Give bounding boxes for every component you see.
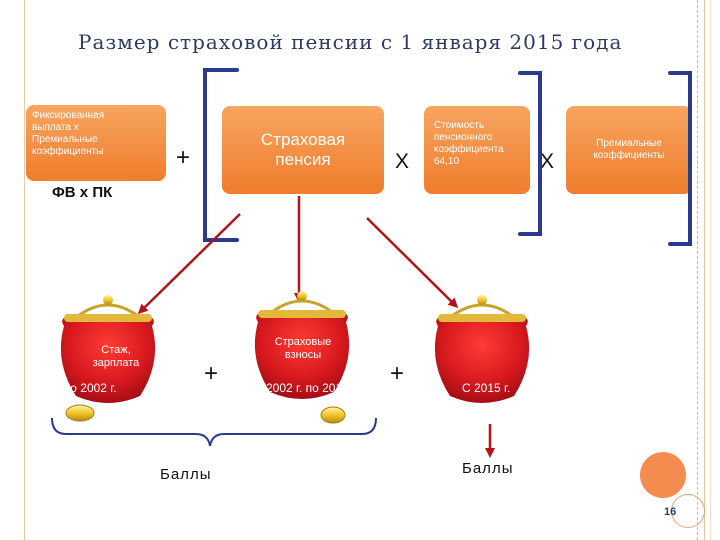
pension-coefficient-cost-text: Стоимость пенсионного коэффициента 64,10 (434, 120, 504, 167)
purse-1 (60, 295, 156, 403)
coins (65, 404, 346, 424)
premium-coefficients-text: Премиальные коэффициенты (593, 138, 665, 161)
arrow-to-purse-3 (366, 217, 459, 309)
points-brace (51, 417, 377, 447)
decorative-outline-circle (671, 494, 705, 528)
coin-1 (65, 404, 95, 422)
left-frame-border (0, 0, 25, 540)
right-frame-border (697, 0, 720, 540)
insurance-pension-text: Страховая пенсия (260, 130, 346, 169)
times-operator-2: Х (540, 150, 555, 173)
purse-plus-2: + (390, 360, 405, 387)
times-operator-1: Х (395, 150, 410, 173)
purse-2-era: С 2002 г. по 2014 г. (254, 381, 359, 395)
purse-1-era: До 2002 г. (62, 381, 117, 395)
right-bracket-outer (668, 71, 692, 246)
formula-bracket (203, 68, 692, 246)
pension-coefficient-cost-box: Стоимость пенсионного коэффициента 64,10 (424, 106, 530, 194)
purse-1-label: Стаж, зарплата (92, 344, 140, 369)
page-number: 16 (664, 506, 677, 518)
arrows (137, 196, 495, 458)
purse-3-era: С 2015 г. (462, 381, 511, 395)
insurance-pension-box: Страховая пенсия (222, 106, 384, 194)
coin-2 (320, 406, 346, 424)
left-bracket (203, 68, 239, 242)
fixed-payment-text: Фиксированная выплата х Премиальные коэф… (32, 110, 105, 157)
purse-3 (434, 295, 530, 403)
plus-operator: + (176, 144, 191, 171)
arrow-to-purse-1 (137, 213, 241, 315)
fv-pk-label: ФВ х ПК (52, 184, 113, 201)
decorative-orange-circle (640, 452, 686, 498)
purse-plus-1: + (204, 360, 219, 387)
fixed-payment-box: Фиксированная выплата х Премиальные коэф… (26, 105, 166, 181)
points-right-label: Баллы (462, 460, 514, 477)
slide-title: Размер страховой пенсии с 1 января 2015 … (78, 30, 623, 54)
right-bracket-inner (518, 71, 542, 236)
points-left-label: Баллы (160, 466, 212, 483)
purse-2-label: Страховые взносы (274, 336, 332, 361)
premium-coefficients-box: Премиальные коэффициенты (566, 106, 692, 194)
purse-2 (254, 291, 350, 399)
